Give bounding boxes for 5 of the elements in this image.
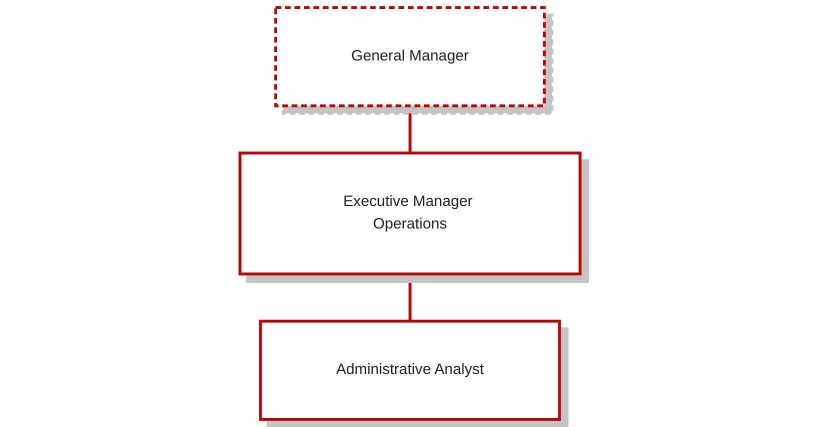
connector (408, 274, 411, 322)
node-box: Administrative Analyst (258, 320, 560, 421)
node-box: Executive Manager Operations (238, 152, 581, 276)
node-box: General Manager (274, 6, 546, 108)
connector (408, 106, 411, 154)
